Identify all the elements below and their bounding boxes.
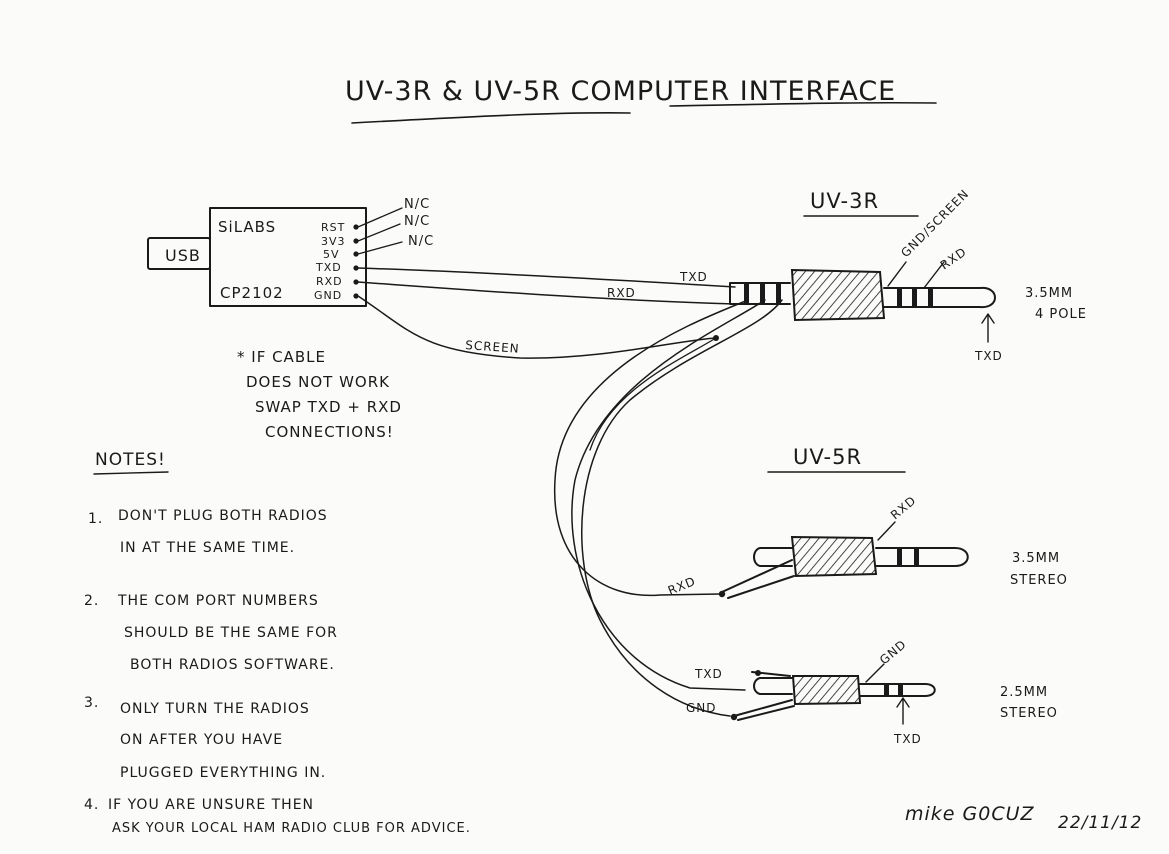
- pin-label-rxd: RXD: [316, 275, 343, 288]
- note-4-line-1: IF YOU ARE UNSURE THEN: [108, 797, 314, 813]
- swap-note-line-1: * IF CABLE: [237, 348, 326, 366]
- pin-label-3v3: 3V3: [321, 235, 346, 248]
- uv5r-plug2-gnd-leader: [865, 663, 885, 683]
- chip-maker-label: SiLABS: [218, 218, 276, 236]
- uv5r-plug1-rxd-leader: [877, 521, 896, 541]
- notes-list: 1. DON'T PLUG BOTH RADIOS IN AT THE SAME…: [84, 508, 471, 836]
- txd-wire: [357, 267, 736, 288]
- title-underline: [351, 101, 937, 124]
- uv5r-gnd-cable: [581, 299, 783, 717]
- uv5r-plug-2-5mm: [730, 670, 936, 721]
- uv5r-plug2-wire-gnd-label: GND: [686, 701, 717, 715]
- chip-model-label: CP2102: [220, 284, 284, 302]
- uv5r-plug-3-5mm: [718, 535, 969, 599]
- signature: mike G0CUZ: [905, 803, 1035, 825]
- uv5r-txd-cable: [571, 299, 766, 691]
- pin-label-rst: RST: [321, 221, 345, 234]
- note-3-line-2: ON AFTER YOU HAVE: [120, 732, 283, 748]
- nc-label-3v3: N/C: [404, 214, 430, 229]
- page-title: UV-3R & UV-5R COMPUTER INTERFACE: [345, 76, 896, 107]
- note-1-line-1: DON'T PLUG BOTH RADIOS: [118, 508, 328, 524]
- uv5r-screen-cable: [589, 337, 717, 451]
- swap-note-line-3: SWAP TXD + RXD: [255, 398, 402, 416]
- screen-wire: [357, 295, 717, 359]
- uv5r-plug1-rxd-label: RXD: [888, 493, 919, 522]
- note-2-line-3: BOTH RADIOS SOFTWARE.: [130, 657, 335, 673]
- pin-label-gnd: GND: [314, 289, 342, 302]
- uv5r-plug2-wire-txd-label: TXD: [694, 667, 723, 681]
- note-3-line-1: ONLY TURN THE RADIOS: [120, 701, 310, 717]
- pin-label-5v: 5V: [323, 248, 340, 261]
- uv5r-plug2-gnd-label: GND: [877, 637, 909, 667]
- uv3r-txd-arrow: [981, 313, 995, 343]
- rxd-wire-label: RXD: [607, 286, 636, 300]
- uv5r-plug1-type: STEREO: [1010, 573, 1068, 588]
- uv5r-heading: UV-5R: [793, 445, 862, 469]
- uv5r-rxd-cable: [553, 299, 749, 597]
- note-3-number: 3.: [84, 695, 99, 711]
- uv3r-txd-label: TXD: [974, 349, 1003, 363]
- notes-heading-underline: [93, 471, 169, 475]
- uv5r-plug2-txd-arrow: [896, 697, 910, 725]
- note-2-line-2: SHOULD BE THE SAME FOR: [124, 625, 338, 641]
- uv3r-rxd-label: RXD: [938, 244, 970, 272]
- pin-dots: [353, 224, 359, 299]
- pin-label-txd: TXD: [315, 261, 342, 274]
- uv3r-plug: [729, 268, 996, 322]
- note-1-number: 1.: [88, 511, 103, 527]
- note-2-number: 2.: [84, 593, 99, 609]
- note-4-number: 4.: [84, 797, 99, 813]
- note-2-line-1: THE COM PORT NUMBERS: [117, 593, 319, 609]
- uv3r-plug-size: 3.5MM: [1025, 286, 1073, 301]
- uv5r-plug2-txd-label: TXD: [893, 732, 922, 746]
- uv3r-rxd-leader: [923, 261, 945, 289]
- nc-leaders: [357, 207, 403, 255]
- swap-note-line-4: CONNECTIONS!: [265, 423, 394, 441]
- signature-date: 22/11/12: [1058, 813, 1142, 833]
- note-1-line-2: IN AT THE SAME TIME.: [120, 540, 295, 556]
- note-3-line-3: PLUGGED EVERYTHING IN.: [120, 765, 326, 781]
- nc-label-rst: N/C: [404, 197, 430, 212]
- nc-label-5v: N/C: [408, 234, 434, 249]
- uv3r-gnd-leader: [887, 261, 907, 287]
- usb-plug-label: USB: [165, 246, 201, 265]
- notes-heading: NOTES!: [95, 450, 166, 470]
- swap-note: * IF CABLE DOES NOT WORK SWAP TXD + RXD …: [237, 348, 402, 441]
- screen-wire-label: SCREEN: [465, 338, 520, 356]
- uv5r-plug2-size: 2.5MM: [1000, 685, 1048, 700]
- note-4-line-2: ASK YOUR LOCAL HAM RADIO CLUB FOR ADVICE…: [112, 821, 471, 836]
- cp2102-board: [209, 207, 367, 307]
- rxd-wire: [357, 281, 736, 305]
- screen-junction-dot: [713, 335, 719, 341]
- swap-note-line-2: DOES NOT WORK: [246, 373, 390, 391]
- txd-wire-label: TXD: [679, 270, 708, 284]
- uv3r-plug-type: 4 POLE: [1035, 307, 1087, 322]
- uv5r-plug2-type: STEREO: [1000, 706, 1058, 721]
- uv3r-heading: UV-3R: [810, 189, 879, 213]
- uv5r-plug1-size: 3.5MM: [1012, 551, 1060, 566]
